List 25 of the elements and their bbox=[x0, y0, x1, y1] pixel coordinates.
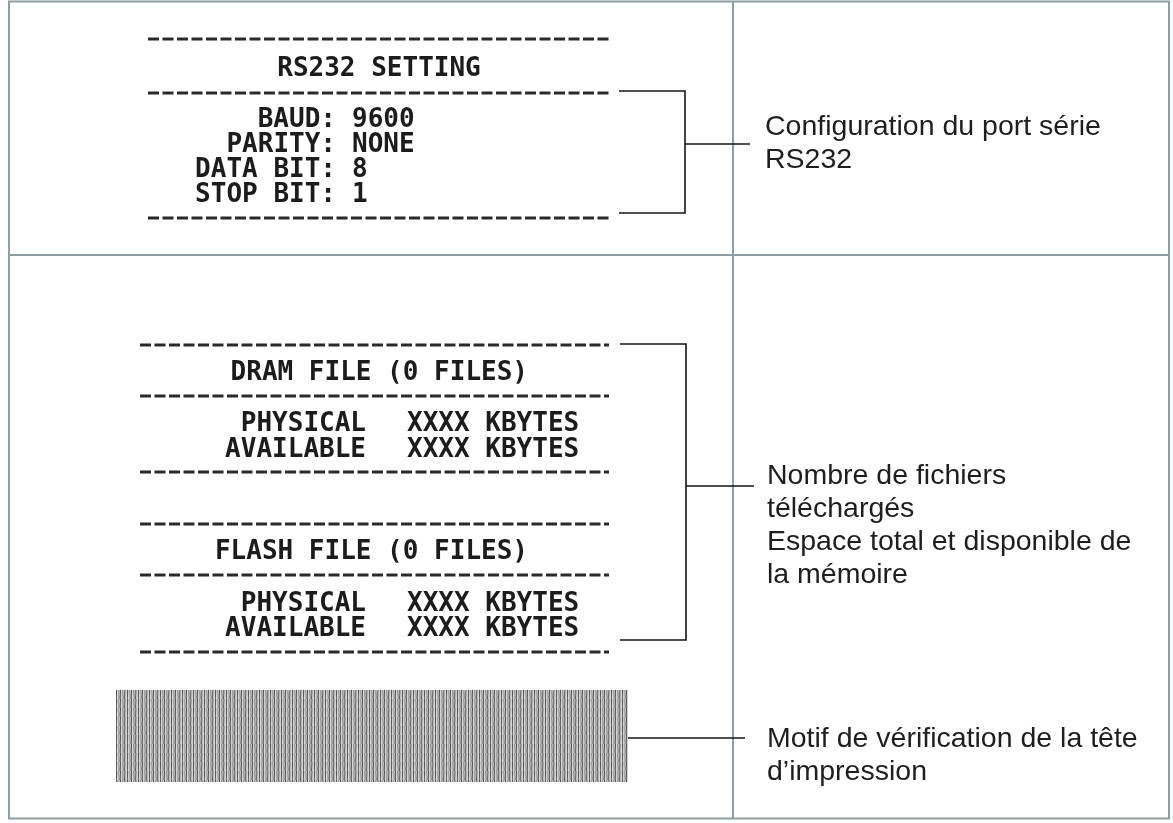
printout-heading: RS232 SETTING bbox=[277, 55, 481, 79]
setting-name: PARITY: bbox=[226, 131, 336, 155]
printout-heading: FLASH FILE (0 FILES) bbox=[214, 538, 528, 562]
setting-name: BAUD: bbox=[257, 106, 336, 130]
setting-value: 9600 bbox=[352, 106, 415, 130]
description-text: Configuration du port série RS232 bbox=[765, 108, 1102, 175]
memory-value: XXXX KBYTES bbox=[407, 436, 580, 460]
setting-name: STOP BIT: bbox=[195, 181, 336, 205]
bracket-leader bbox=[619, 343, 755, 641]
setting-value: 1 bbox=[352, 181, 368, 205]
setting-value: 8 bbox=[352, 156, 368, 180]
memory-value: XXXX KBYTES bbox=[407, 590, 580, 614]
memory-label: AVAILABLE bbox=[225, 436, 366, 460]
memory-value: XXXX KBYTES bbox=[407, 410, 580, 434]
memory-value: XXXX KBYTES bbox=[407, 615, 580, 639]
memory-label: PHYSICAL bbox=[240, 410, 366, 434]
setting-name: DATA BIT: bbox=[195, 156, 336, 180]
memory-label: PHYSICAL bbox=[240, 590, 366, 614]
memory-label: AVAILABLE bbox=[225, 615, 366, 639]
description-text: Nombre de fichiers téléchargés bbox=[767, 457, 1008, 524]
description-text: Espace total et disponible de la mémoire bbox=[767, 523, 1133, 590]
printout-heading: DRAM FILE (0 FILES) bbox=[230, 359, 528, 383]
description-text: Motif de vérification de la tête d’impression bbox=[767, 720, 1139, 787]
bracket-leader bbox=[618, 90, 751, 214]
setting-value: NONE bbox=[352, 131, 415, 155]
